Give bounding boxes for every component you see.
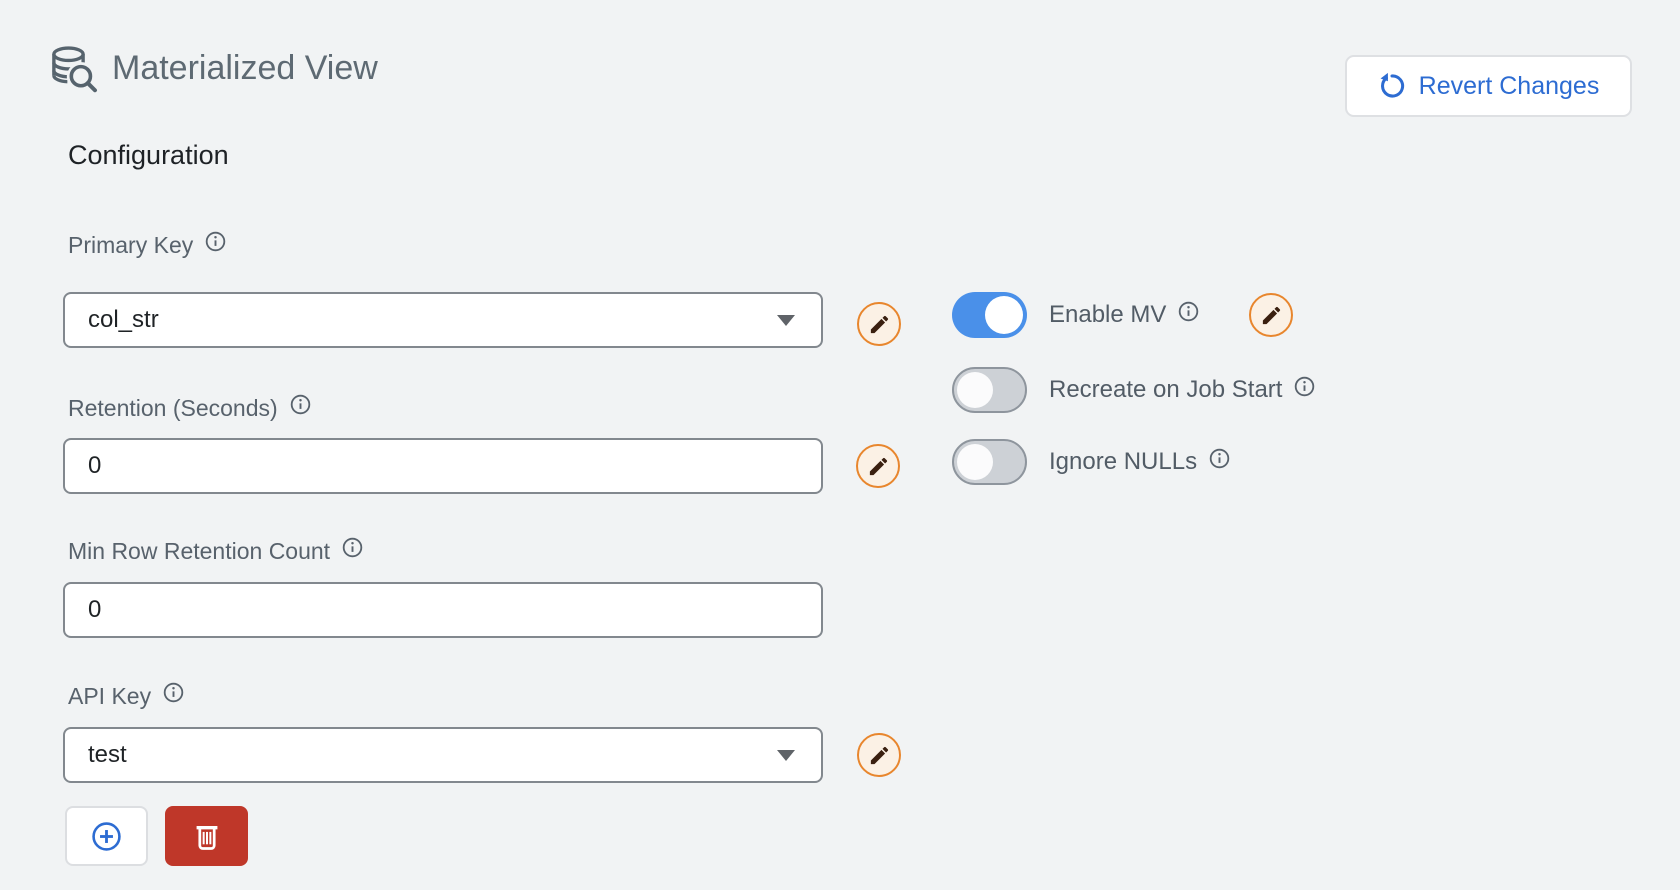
- info-icon[interactable]: [204, 230, 227, 260]
- undo-icon: [1378, 72, 1406, 100]
- min-row-retention-label: Min Row Retention Count: [68, 536, 364, 566]
- ignore-nulls-label: Ignore NULLs: [1049, 447, 1231, 477]
- retention-seconds-label: Retention (Seconds): [68, 393, 312, 423]
- section-title: Configuration: [68, 140, 229, 170]
- revert-changes-button[interactable]: Revert Changes: [1345, 55, 1632, 117]
- ignore-nulls-row: Ignore NULLs: [952, 439, 1231, 485]
- ignore-nulls-toggle[interactable]: [952, 439, 1027, 485]
- info-icon[interactable]: [289, 393, 312, 423]
- retention-seconds-input[interactable]: [63, 438, 823, 494]
- toggle-knob: [957, 372, 993, 408]
- enable-mv-row: Enable MV: [952, 292, 1294, 338]
- info-icon[interactable]: [1208, 447, 1231, 477]
- pencil-icon: [868, 313, 891, 336]
- add-api-key-button[interactable]: [65, 806, 148, 866]
- info-icon[interactable]: [341, 536, 364, 566]
- retention-seconds-label-text: Retention (Seconds): [68, 395, 278, 421]
- primary-key-label-text: Primary Key: [68, 232, 194, 258]
- caret-down-icon: [777, 315, 795, 326]
- pencil-icon: [1260, 304, 1283, 327]
- toggle-knob: [957, 444, 993, 480]
- trash-icon: [192, 821, 222, 852]
- pencil-icon: [867, 455, 890, 478]
- recreate-on-job-start-toggle[interactable]: [952, 367, 1027, 413]
- info-icon[interactable]: [1177, 300, 1200, 330]
- revert-changes-label: Revert Changes: [1418, 71, 1600, 100]
- edit-retention-seconds-button[interactable]: [856, 444, 900, 488]
- info-icon[interactable]: [162, 681, 185, 711]
- primary-key-select[interactable]: col_str: [63, 292, 823, 348]
- api-key-select[interactable]: test: [63, 727, 823, 783]
- recreate-on-job-start-label: Recreate on Job Start: [1049, 375, 1316, 405]
- toggle-knob: [985, 296, 1023, 334]
- primary-key-label: Primary Key: [68, 230, 227, 260]
- enable-mv-toggle[interactable]: [952, 292, 1027, 338]
- pencil-icon: [868, 744, 891, 767]
- ignore-nulls-label-text: Ignore NULLs: [1049, 448, 1198, 475]
- edit-enable-mv-button[interactable]: [1249, 293, 1294, 337]
- enable-mv-label-text: Enable MV: [1049, 301, 1167, 328]
- plus-circle-icon: [91, 821, 122, 852]
- min-row-retention-input[interactable]: [63, 582, 823, 638]
- api-key-label-text: API Key: [68, 683, 152, 709]
- api-key-label: API Key: [68, 681, 185, 711]
- primary-key-value: col_str: [88, 306, 159, 333]
- info-icon[interactable]: [1293, 375, 1316, 405]
- enable-mv-label: Enable MV: [1049, 300, 1200, 330]
- edit-primary-key-button[interactable]: [857, 302, 901, 346]
- api-key-value: test: [88, 741, 127, 768]
- recreate-on-job-start-row: Recreate on Job Start: [952, 367, 1316, 413]
- database-search-icon: [46, 44, 100, 101]
- page-title: Materialized View: [112, 49, 378, 87]
- caret-down-icon: [777, 750, 795, 761]
- delete-api-key-button[interactable]: [165, 806, 248, 866]
- edit-api-key-button[interactable]: [857, 733, 901, 777]
- recreate-on-job-start-label-text: Recreate on Job Start: [1049, 376, 1283, 403]
- min-row-retention-label-text: Min Row Retention Count: [68, 538, 331, 564]
